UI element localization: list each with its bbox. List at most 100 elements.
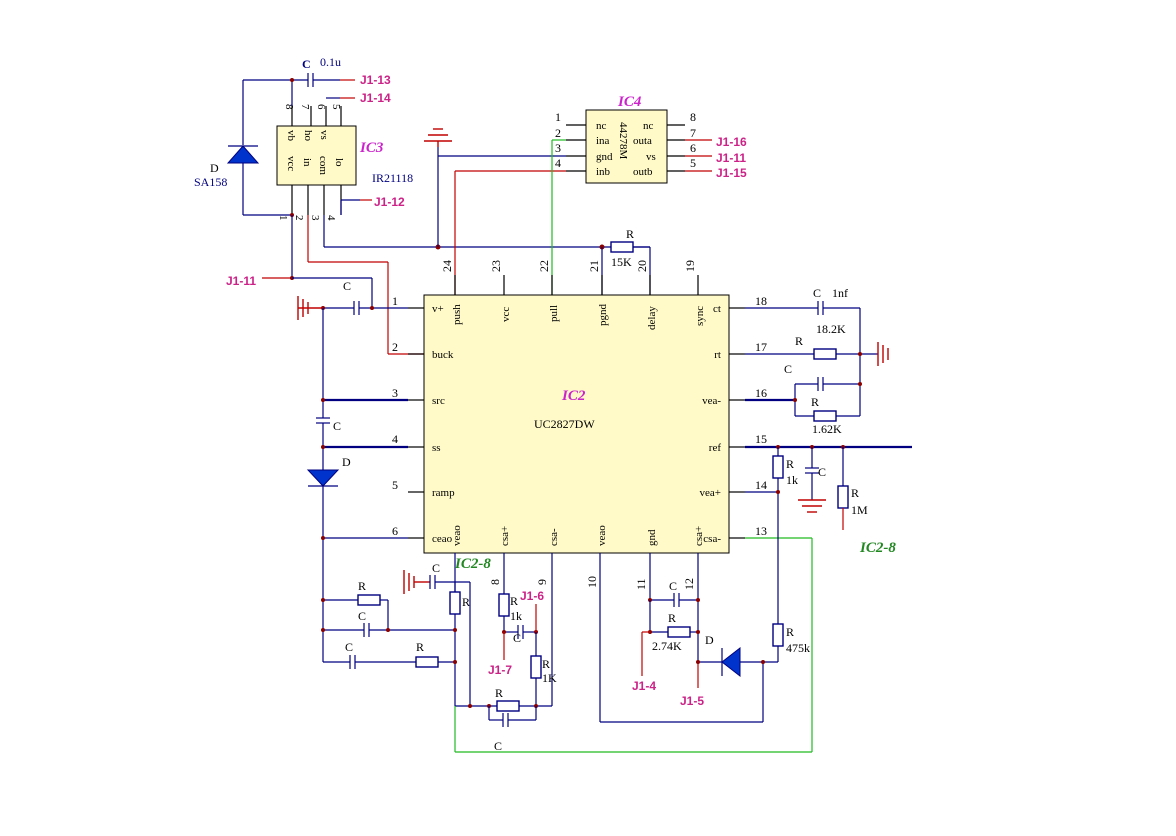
ic3-pin-lo: lo xyxy=(333,158,345,167)
ic4-pin-6-num: 6 xyxy=(690,141,696,155)
j1-14-label: J1-14 xyxy=(360,91,391,105)
ic2-pin-21-num: 21 xyxy=(587,260,601,272)
c-12-label: C xyxy=(669,579,677,593)
j1-6-label: J1-6 xyxy=(520,589,544,603)
c-v-label: C xyxy=(343,279,351,293)
ic3-pin-in: in xyxy=(301,158,313,167)
ic2-pin-pull: pull xyxy=(548,305,560,322)
j1-16-label: J1-16 xyxy=(716,135,747,149)
ic3-body xyxy=(276,125,357,186)
r-ref-symbol xyxy=(772,455,784,479)
ground-symbol-right xyxy=(877,342,889,366)
c-ct-label: C xyxy=(813,286,821,300)
r-ceao2-label: R xyxy=(416,640,424,654)
ic4-part: 44278M xyxy=(617,122,629,160)
ic3-pin-com: com xyxy=(317,156,329,175)
r-delay-symbol xyxy=(610,241,634,253)
r-b-label: R xyxy=(462,595,470,609)
diode-ss-symbol xyxy=(306,469,340,487)
ic3-part: IR21118 xyxy=(372,171,413,185)
ic4-pin-nc-right: nc xyxy=(643,120,654,132)
ic4-pin-2-num: 2 xyxy=(555,126,561,140)
ic3-pin-ho: ho xyxy=(302,130,314,142)
ic2-pin-vea-minus: vea- xyxy=(702,395,721,407)
ic3-chip: 8 7 6 5 vb ho vs vcc in com lo 1 2 3 4 I… xyxy=(276,104,413,221)
ic4-pin-3-num: 3 xyxy=(555,141,561,155)
ic2-pin-11-num: 11 xyxy=(634,578,648,590)
ic2-pin-pgnd: pgnd xyxy=(597,304,609,327)
d-left-label: D xyxy=(210,161,219,175)
r-ceao-symbol xyxy=(357,594,381,606)
ic2-pin-8-num: 8 xyxy=(488,579,502,585)
ic2-pin-veao-7: veao xyxy=(451,525,463,546)
r-delay-value: 15K xyxy=(611,255,632,269)
ic2-pin-10-num: 10 xyxy=(585,576,599,588)
ic2-pin-sync: sync xyxy=(694,306,706,326)
diode-sa158-symbol xyxy=(226,145,260,164)
d-left-value: SA158 xyxy=(194,175,227,189)
r-vea-symbol xyxy=(813,410,837,422)
ic2-name: IC2 xyxy=(561,388,586,404)
r-csa2-label: R xyxy=(542,657,550,671)
r-vea-value: 1.62K xyxy=(812,422,842,436)
ic2-part: UC2827DW xyxy=(534,417,595,431)
ic2-pin-src: src xyxy=(432,395,445,407)
c-ct-value: 1nf xyxy=(832,286,848,300)
r-1m-symbol xyxy=(837,485,849,509)
ic2-pin-ss: ss xyxy=(432,442,441,454)
ic3-pin-6-num: 6 xyxy=(315,104,327,110)
ic2-pin-ref: ref xyxy=(709,442,722,454)
r-csa-symbol xyxy=(498,593,510,617)
ic4-pin-vs: vs xyxy=(646,151,656,163)
ic3-pin-vb: vb xyxy=(285,130,297,142)
d-ss-label: D xyxy=(342,455,351,469)
ic4-pin-5-num: 5 xyxy=(690,156,696,170)
r-vea-label: R xyxy=(811,395,819,409)
d-out-label: D xyxy=(705,633,714,647)
ic3-pin-1-num: 1 xyxy=(277,215,289,221)
ic2-pin-20-num: 20 xyxy=(635,260,649,272)
ic4-pin-outb: outb xyxy=(633,166,653,178)
c-csa-label: C xyxy=(513,631,521,645)
c-ref-label: C xyxy=(818,465,826,479)
c-top-label: C xyxy=(302,57,311,71)
ic2-pin-buck: buck xyxy=(432,349,454,361)
ic2-8-left-label: IC2-8 xyxy=(454,556,491,572)
ic4-pin-ina: ina xyxy=(596,135,610,147)
r-b-symbol xyxy=(449,591,461,615)
ic2-pin-6-num: 6 xyxy=(392,524,398,538)
r-rt-value: 18.2K xyxy=(816,322,846,336)
ic2-pin-csa-plus-8: csa+ xyxy=(499,526,511,546)
c-vea-label: C xyxy=(784,362,792,376)
ic2-pin-v-plus: v+ xyxy=(432,303,444,315)
ic2-pin-vea-plus: vea+ xyxy=(700,487,721,499)
ic4-pin-4-num: 4 xyxy=(555,156,561,170)
j1-11-right-label: J1-11 xyxy=(716,151,746,165)
r-475-value: 475k xyxy=(786,641,810,655)
ic4-pin-7-num: 7 xyxy=(690,126,696,140)
ground-symbol-ref xyxy=(798,499,826,513)
c-top-value: 0.1u xyxy=(320,55,341,69)
r-csa-label: R xyxy=(510,594,518,608)
r-ref-label: R xyxy=(786,457,794,471)
r-fb-label: R xyxy=(495,686,503,700)
r-ceao2-symbol xyxy=(415,656,439,668)
ic2-pin-gnd: gnd xyxy=(646,529,658,546)
ic2-pin-15-num: 15 xyxy=(755,432,767,446)
ic3-name: IC3 xyxy=(359,140,384,156)
ic4-body xyxy=(585,109,668,184)
ic2-pin-19-num: 19 xyxy=(683,260,697,272)
ic2-chip: 24 23 22 21 20 19 push vcc pull pgnd del… xyxy=(392,260,767,554)
r-delay-label: R xyxy=(626,227,634,241)
r-fb-symbol xyxy=(496,700,520,712)
r-csa2-value: 1K xyxy=(542,671,557,685)
ic2-8-right-label: IC2-8 xyxy=(859,540,896,556)
ic2-pin-veao-10: veao xyxy=(596,525,608,546)
ic4-pin-outa: outa xyxy=(633,135,652,147)
ic4-pin-1-num: 1 xyxy=(555,110,561,124)
r-274-label: R xyxy=(668,611,676,625)
r-274-value: 2.74K xyxy=(652,639,682,653)
r-csa2-symbol xyxy=(530,655,542,679)
ic2-body xyxy=(423,294,730,554)
ic3-pin-vs: vs xyxy=(318,130,330,140)
